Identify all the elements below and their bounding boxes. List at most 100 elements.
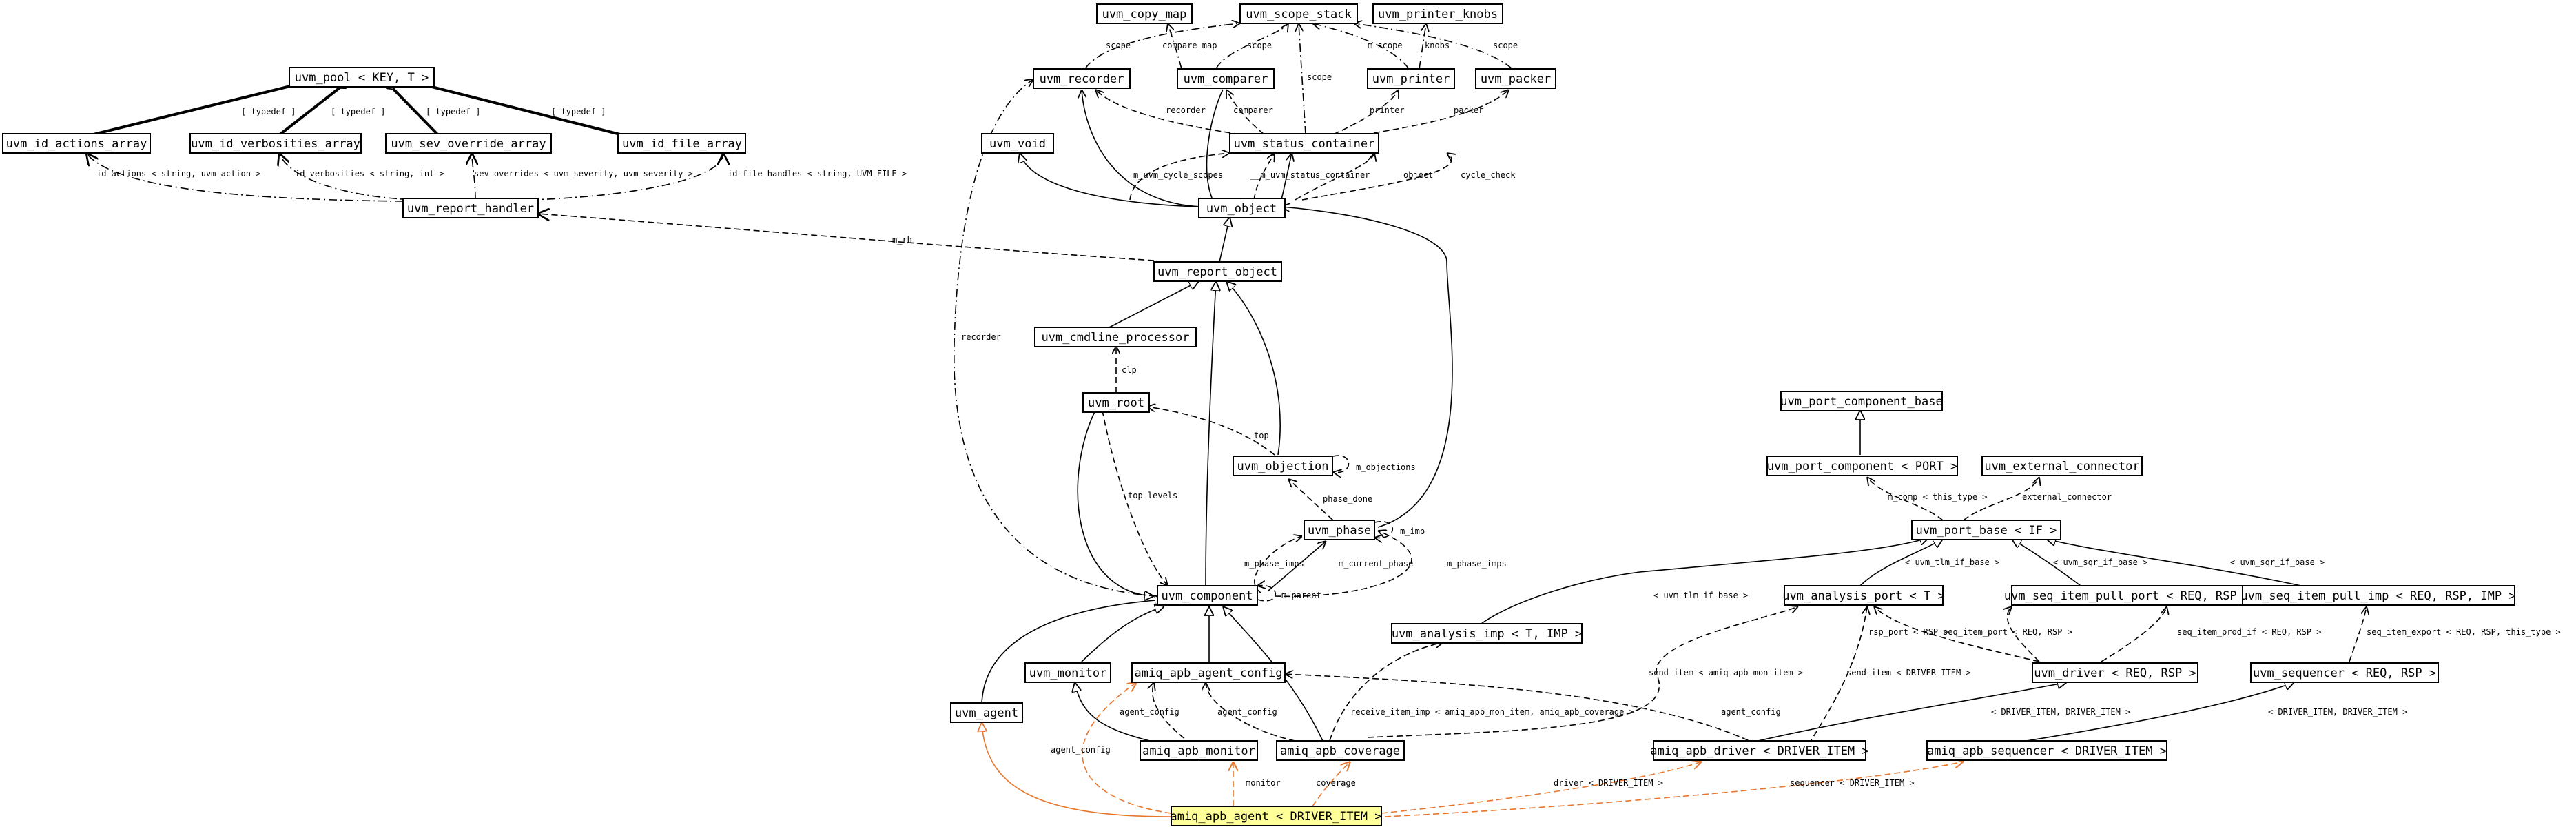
node-uvm-root[interactable]: uvm_root (1082, 392, 1150, 413)
edge-rsp-port (1874, 606, 2040, 662)
node-uvm-monitor[interactable]: uvm_monitor (1024, 662, 1111, 683)
node-uvm-report-object[interactable]: uvm_report_object (1153, 261, 1282, 282)
node-amiq-apb-agent-config[interactable]: amiq_apb_agent_config (1131, 662, 1286, 683)
edge-status-to-object (1281, 153, 1292, 201)
edge-recorder (1095, 90, 1241, 135)
node-uvm-recorder-label: uvm_recorder (1040, 72, 1124, 86)
node-uvm-id-actions-array[interactable]: uvm_id_actions_array (2, 133, 151, 154)
edge-comparer-object (1206, 89, 1224, 201)
node-uvm-phase-label: uvm_phase (1308, 524, 1371, 538)
edge-object (1295, 153, 1374, 201)
node-uvm-objection[interactable]: uvm_objection (1233, 456, 1333, 476)
node-uvm-seq-item-pull-imp[interactable]: uvm_seq_item_pull_imp < REQ, RSP, IMP > (2240, 585, 2516, 606)
node-uvm-external-connector-label: uvm_external_connector (1984, 460, 2139, 473)
edge-typedef-id-verbosities (274, 80, 349, 139)
node-uvm-void[interactable]: uvm_void (981, 133, 1054, 154)
node-uvm-port-component-label: uvm_port_component < PORT > (1767, 460, 1957, 473)
node-amiq-apb-sequencer[interactable]: amiq_apb_sequencer < DRIVER_ITEM > (1926, 740, 2167, 761)
edge-external-connector (1963, 477, 2039, 521)
node-uvm-sev-override-array[interactable]: uvm_sev_override_array (385, 133, 552, 154)
edge-sequencer-orange (1384, 762, 1964, 817)
node-uvm-recorder[interactable]: uvm_recorder (1033, 68, 1131, 89)
label-clp: clp (1122, 365, 1137, 375)
node-uvm-agent[interactable]: uvm_agent (950, 702, 1023, 723)
label-m-objections: m_objections (1356, 462, 1416, 472)
label-agent-config-orange: agent_config (1051, 745, 1111, 755)
edge-seq-item-port (2008, 606, 2040, 662)
edge-coverage-orange (1312, 762, 1350, 807)
node-amiq-apb-monitor[interactable]: amiq_apb_monitor (1140, 740, 1258, 761)
edge-agent-config-apb-monitor (1153, 682, 1193, 745)
edge-m-rh (537, 214, 1155, 261)
label-send-item-drv: send_item < DRIVER_ITEM > (1846, 668, 1971, 677)
edge-m-phase-imps-right (1274, 531, 1412, 598)
edge-comparer (1226, 90, 1265, 135)
edge-m-imp (1374, 521, 1393, 538)
label-typedef-3: [ typedef ] (426, 107, 480, 116)
edge-printer (1332, 90, 1399, 135)
node-uvm-port-component[interactable]: uvm_port_component < PORT > (1766, 456, 1958, 476)
nodes: uvm_pool < KEY, T > uvm_id_actions_array… (2, 3, 2516, 826)
node-amiq-apb-driver[interactable]: amiq_apb_driver < DRIVER_ITEM > (1650, 740, 1869, 761)
edge-send-item-mon (1367, 606, 1798, 738)
edge-m-objections (1333, 455, 1350, 472)
node-uvm-printer-knobs[interactable]: uvm_printer_knobs (1372, 3, 1503, 24)
label-knobs: knobs (1425, 41, 1450, 50)
node-uvm-comparer[interactable]: uvm_comparer (1177, 68, 1275, 89)
node-uvm-status-container-label: uvm_status_container (1234, 137, 1375, 151)
node-uvm-port-base-label: uvm_port_base < IF > (1916, 524, 2057, 538)
node-uvm-object[interactable]: uvm_object (1198, 198, 1286, 218)
node-uvm-component[interactable]: uvm_component (1157, 585, 1258, 606)
node-uvm-packer[interactable]: uvm_packer (1475, 68, 1556, 89)
node-uvm-port-component-base[interactable]: uvm_port_component_base (1780, 391, 1943, 411)
node-uvm-pool[interactable]: uvm_pool < KEY, T > (289, 67, 435, 88)
node-uvm-printer[interactable]: uvm_printer (1367, 68, 1455, 89)
edge-id-file-handles (530, 152, 723, 201)
label-m-rh: m_rh (892, 235, 912, 245)
edges (79, 23, 2367, 817)
node-uvm-analysis-port[interactable]: uvm_analysis_port < T > (1782, 585, 1945, 606)
label-typedef-4: [ typedef ] (551, 107, 606, 116)
edge-recorder-object (1082, 90, 1203, 207)
node-amiq-apb-driver-label: amiq_apb_driver < DRIVER_ITEM > (1650, 744, 1868, 758)
node-uvm-report-object-label: uvm_report_object (1157, 265, 1277, 279)
node-uvm-scope-stack[interactable]: uvm_scope_stack (1239, 3, 1358, 24)
label-cycle-check: cycle_check (1461, 170, 1516, 180)
label-id-actions: id_actions < string, uvm_action > (96, 169, 260, 178)
edge-m-parent (1257, 586, 1276, 602)
edge-driver-orange (1381, 762, 1702, 814)
node-uvm-cmdline-processor[interactable]: uvm_cmdline_processor (1034, 327, 1197, 347)
edge-receive-item-imp (1329, 642, 1443, 742)
node-uvm-id-verbosities-array[interactable]: uvm_id_verbosities_array (189, 133, 362, 154)
edge-labels: [ typedef ] [ typedef ] [ typedef ] [ ty… (96, 41, 2561, 788)
label-monitor: monitor (1246, 778, 1281, 788)
node-uvm-phase[interactable]: uvm_phase (1304, 520, 1375, 540)
label-recorder: recorder (1166, 105, 1206, 115)
node-amiq-apb-agent[interactable]: amiq_apb_agent < DRIVER_ITEM > (1170, 806, 1382, 826)
edge-top (1147, 407, 1275, 456)
node-uvm-copy-map[interactable]: uvm_copy_map (1096, 3, 1193, 24)
node-uvm-seq-item-pull-port[interactable]: uvm_seq_item_pull_port < REQ, RSP > (2004, 585, 2251, 606)
edge-top-levels (1102, 409, 1168, 586)
node-uvm-analysis-imp[interactable]: uvm_analysis_imp < T, IMP > (1391, 623, 1583, 644)
node-uvm-analysis-port-label: uvm_analysis_port < T > (1782, 589, 1944, 603)
label-id-verbosities: id_verbosities < string, int > (295, 169, 444, 178)
node-uvm-report-handler[interactable]: uvm_report_handler (402, 198, 539, 218)
label-typedef-2: [ typedef ] (331, 107, 385, 116)
node-uvm-analysis-imp-label: uvm_analysis_imp < T, IMP > (1392, 627, 1582, 641)
node-uvm-external-connector[interactable]: uvm_external_connector (1981, 456, 2143, 476)
label-object: object (1403, 170, 1433, 180)
label-seq-item-prod-if: seq_item_prod_if < REQ, RSP > (2177, 627, 2322, 637)
node-uvm-driver[interactable]: uvm_driver < REQ, RSP > (2032, 662, 2198, 683)
node-amiq-apb-coverage[interactable]: amiq_apb_coverage (1276, 740, 1405, 761)
node-uvm-sequencer[interactable]: uvm_sequencer < REQ, RSP > (2250, 662, 2439, 683)
edge-analysis-imp-port-base (1481, 538, 1929, 624)
edge-root-component (1077, 409, 1154, 596)
edge-monitor-component (1074, 606, 1164, 669)
label-phase-done: phase_done (1323, 494, 1372, 504)
node-uvm-port-base[interactable]: uvm_port_base < IF > (1911, 520, 2061, 540)
label-agent-config-1: agent_config (1120, 707, 1179, 717)
node-uvm-id-file-array[interactable]: uvm_id_file_array (617, 133, 746, 154)
node-uvm-status-container[interactable]: uvm_status_container (1229, 133, 1379, 154)
